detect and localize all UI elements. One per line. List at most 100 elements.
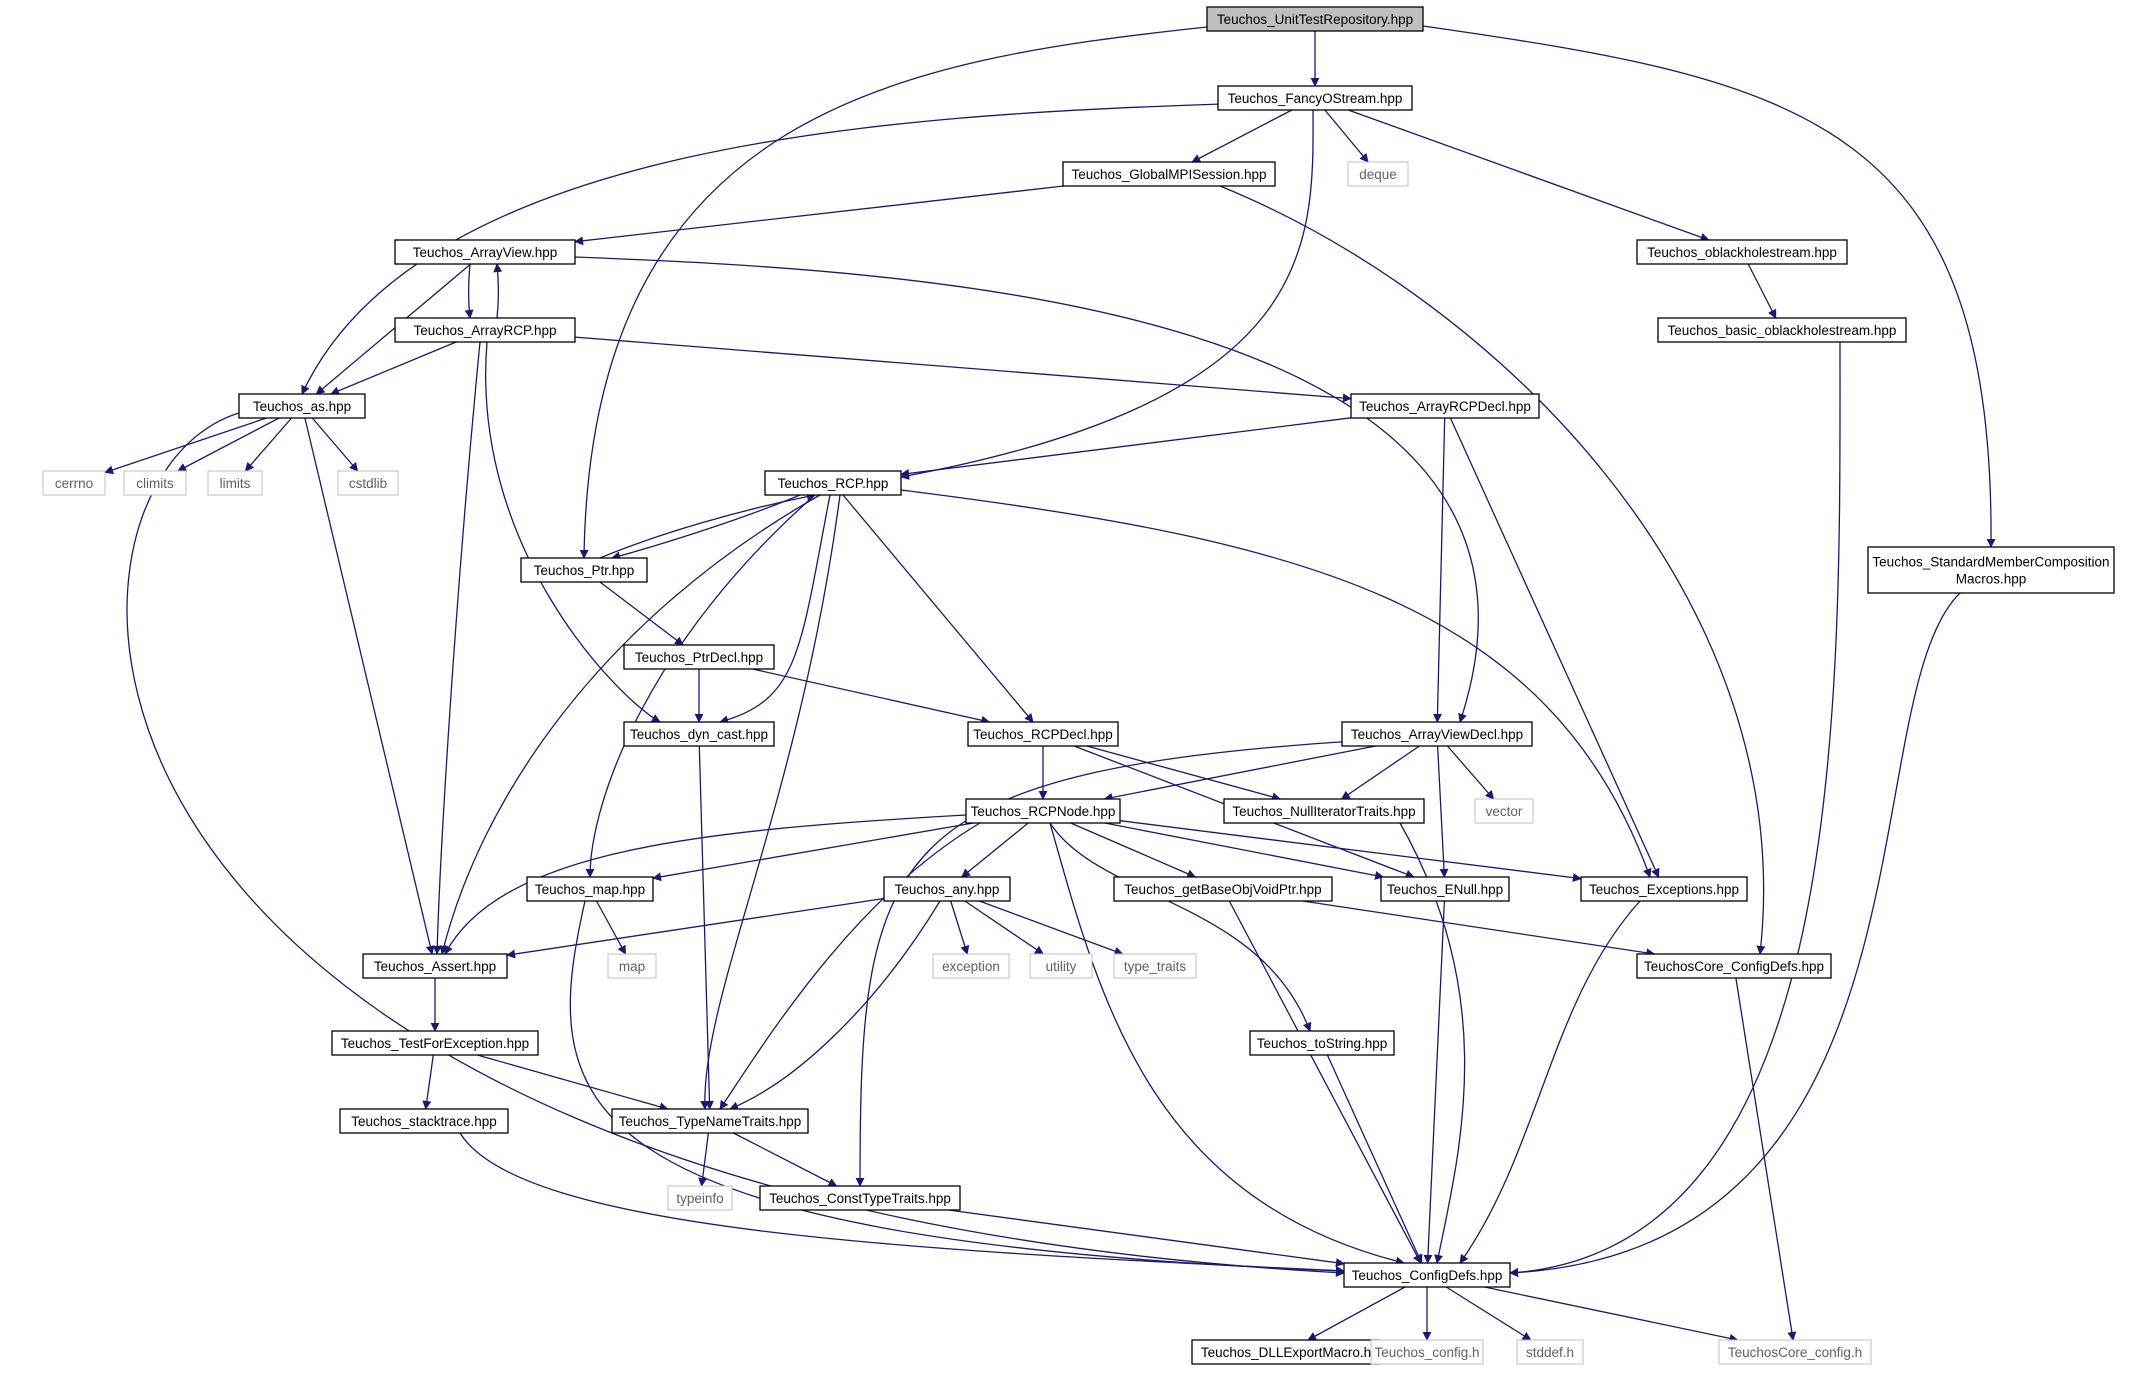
node-box [1380, 876, 1510, 902]
edge-rcpnode-to-typenametraits [719, 822, 981, 1110]
edge-rcp-to-assert [439, 494, 821, 955]
node-label: Teuchos_ConfigDefs.hpp [1352, 1268, 1503, 1283]
node-cerrno: cerrno [42, 470, 106, 496]
node-typenametraits[interactable]: Teuchos_TypeNameTraits.hpp [611, 1108, 809, 1134]
node-arrayrcp[interactable]: Teuchos_ArrayRCP.hpp [394, 317, 576, 343]
node-arrayviewdecl[interactable]: Teuchos_ArrayViewDecl.hpp [1341, 721, 1533, 747]
node-label: Teuchos_dyn_cast.hpp [630, 727, 768, 742]
node-label: Teuchos_config.h [1374, 1345, 1479, 1360]
node-label: utility [1046, 959, 1077, 974]
node-stacktrace[interactable]: Teuchos_stacktrace.hpp [339, 1108, 509, 1134]
node-label: Teuchos_TypeNameTraits.hpp [619, 1114, 802, 1129]
edge-rcp-to-exceptions [900, 489, 1652, 878]
edge-rcp-to-rcpdecl [842, 494, 1034, 723]
node-label: Teuchos_RCPDecl.hpp [973, 727, 1113, 742]
edge-arrayrcp-to-arrayrcpdecl [574, 336, 1352, 403]
edge-arrayviewdecl-to-vector [1446, 745, 1495, 800]
node-ptr[interactable]: Teuchos_Ptr.hpp [520, 557, 648, 583]
node-rcpnode[interactable]: Teuchos_RCPNode.hpp [965, 798, 1121, 824]
edge-arrayviewdecl-to-enull [1436, 745, 1449, 878]
node-label: TeuchosCore_config.h [1728, 1345, 1862, 1360]
edge-fancyostream-to-as [301, 103, 1223, 395]
edge-rcpnode-to-assert [444, 814, 967, 955]
node-box [1370, 1339, 1484, 1365]
node-nulliter[interactable]: Teuchos_NullIteratorTraits.hpp [1223, 798, 1425, 824]
node-label: Teuchos_ENull.hpp [1387, 882, 1503, 897]
node-label: Teuchos_PtrDecl.hpp [635, 650, 763, 665]
node-arrayrcpdecl[interactable]: Teuchos_ArrayRCPDecl.hpp [1350, 393, 1540, 419]
node-label: cerrno [55, 476, 93, 491]
edge-ptr-to-ptrdecl [599, 581, 684, 646]
node-as[interactable]: Teuchos_as.hpp [238, 393, 366, 419]
node-box [607, 953, 657, 979]
node-label: Teuchos_NullIteratorTraits.hpp [1232, 804, 1415, 819]
node-configdefs[interactable]: Teuchos_ConfigDefs.hpp [1343, 1262, 1511, 1288]
edge-rcp-to-dyncast [719, 494, 831, 725]
edge-any-to-assert [506, 897, 885, 959]
node-enull[interactable]: Teuchos_ENull.hpp [1380, 876, 1510, 902]
node-label: Teuchos_Exceptions.hpp [1589, 882, 1739, 897]
edge-oblackhole-to-basicoblack [1747, 263, 1777, 319]
edge-stdmember-to-configdefs [1509, 592, 1961, 1278]
node-label: Teuchos_Assert.hpp [374, 959, 496, 974]
node-box [1249, 1030, 1395, 1056]
edge-globalmpi-to-arrayview [574, 185, 1064, 246]
node-tostring[interactable]: Teuchos_toString.hpp [1249, 1030, 1395, 1056]
node-consttypetraits[interactable]: Teuchos_ConstTypeTraits.hpp [759, 1185, 961, 1211]
node-basicoblack[interactable]: Teuchos_basic_oblackholestream.hpp [1657, 317, 1907, 343]
edge-rcpnode-to-enull [1104, 822, 1385, 880]
edge-as-to-configdefs [126, 412, 1345, 1278]
edge-fancyostream-to-deque [1324, 109, 1369, 163]
node-box [883, 876, 1011, 902]
edge-arrayrcp-to-dyncast [485, 341, 661, 723]
node-any[interactable]: Teuchos_any.hpp [883, 876, 1011, 902]
node-label: map [619, 959, 645, 974]
node-label: Teuchos_UnitTestRepository.hpp [1217, 12, 1413, 27]
node-label: Teuchos_RCP.hpp [778, 476, 889, 491]
node-globalmpi[interactable]: Teuchos_GlobalMPISession.hpp [1062, 161, 1276, 187]
node-box [526, 876, 654, 902]
edge-arrayviewdecl-to-consttypetraits [855, 739, 1371, 1187]
node-exceptions[interactable]: Teuchos_Exceptions.hpp [1580, 876, 1748, 902]
node-getbase[interactable]: Teuchos_getBaseObjVoidPtr.hpp [1113, 876, 1333, 902]
node-dllexport[interactable]: Teuchos_DLLExportMacro.h [1191, 1339, 1381, 1365]
node-map_hpp[interactable]: Teuchos_map.hpp [526, 876, 654, 902]
node-ptrdecl[interactable]: Teuchos_PtrDecl.hpp [623, 644, 775, 670]
node-label: Teuchos_TestForException.hpp [341, 1036, 529, 1051]
node-label: Teuchos_toString.hpp [1257, 1036, 1388, 1051]
node-label: limits [220, 476, 251, 491]
node-stddef: stddef.h [1516, 1339, 1584, 1365]
edge-getbase-to-coreconfigdefs [1302, 900, 1656, 958]
edge-typenametraits-to-typeinfo [698, 1132, 710, 1187]
edge-arrayview-to-arrayrcp [464, 263, 474, 319]
node-stdmember[interactable]: Teuchos_StandardMemberCompositionMacros.… [1867, 546, 2115, 594]
node-box [1867, 546, 2115, 594]
edge-exceptions-to-configdefs [1459, 900, 1641, 1264]
node-rcp[interactable]: Teuchos_RCP.hpp [764, 470, 902, 496]
node-fancyostream[interactable]: Teuchos_FancyOStream.hpp [1217, 85, 1413, 111]
node-typeinfo: typeinfo [667, 1185, 733, 1211]
edge-rcpnode-to-tostring [1049, 822, 1312, 1032]
edge-ptr-to-rcp [599, 492, 816, 559]
node-box [1516, 1339, 1584, 1365]
node-box [207, 470, 263, 496]
node-vector: vector [1474, 798, 1534, 824]
edge-rcpnode-to-map_hpp [652, 822, 974, 882]
node-oblackhole[interactable]: Teuchos_oblackholestream.hpp [1636, 239, 1848, 265]
node-unittestrepo[interactable]: Teuchos_UnitTestRepository.hpp [1206, 6, 1424, 32]
node-box [965, 798, 1121, 824]
edge-configdefs-to-dllexport [1307, 1286, 1406, 1341]
node-box [1718, 1339, 1872, 1365]
node-dyncast[interactable]: Teuchos_dyn_cast.hpp [623, 721, 775, 747]
node-label: Teuchos_any.hpp [895, 882, 1000, 897]
node-rcpdecl[interactable]: Teuchos_RCPDecl.hpp [967, 721, 1119, 747]
edge-rcp-to-ptr [611, 494, 801, 561]
edge-tostring-to-configdefs [1326, 1054, 1423, 1264]
node-box [1341, 721, 1533, 747]
node-coreconfigdefs[interactable]: TeuchosCore_ConfigDefs.hpp [1636, 953, 1832, 979]
node-arrayview[interactable]: Teuchos_ArrayView.hpp [394, 239, 576, 265]
edge-basicoblack-to-configdefs [1509, 341, 1841, 1277]
edge-testforexc-to-typenametraits [477, 1054, 669, 1112]
node-testforexc[interactable]: Teuchos_TestForException.hpp [331, 1030, 539, 1056]
node-assert[interactable]: Teuchos_Assert.hpp [362, 953, 508, 979]
